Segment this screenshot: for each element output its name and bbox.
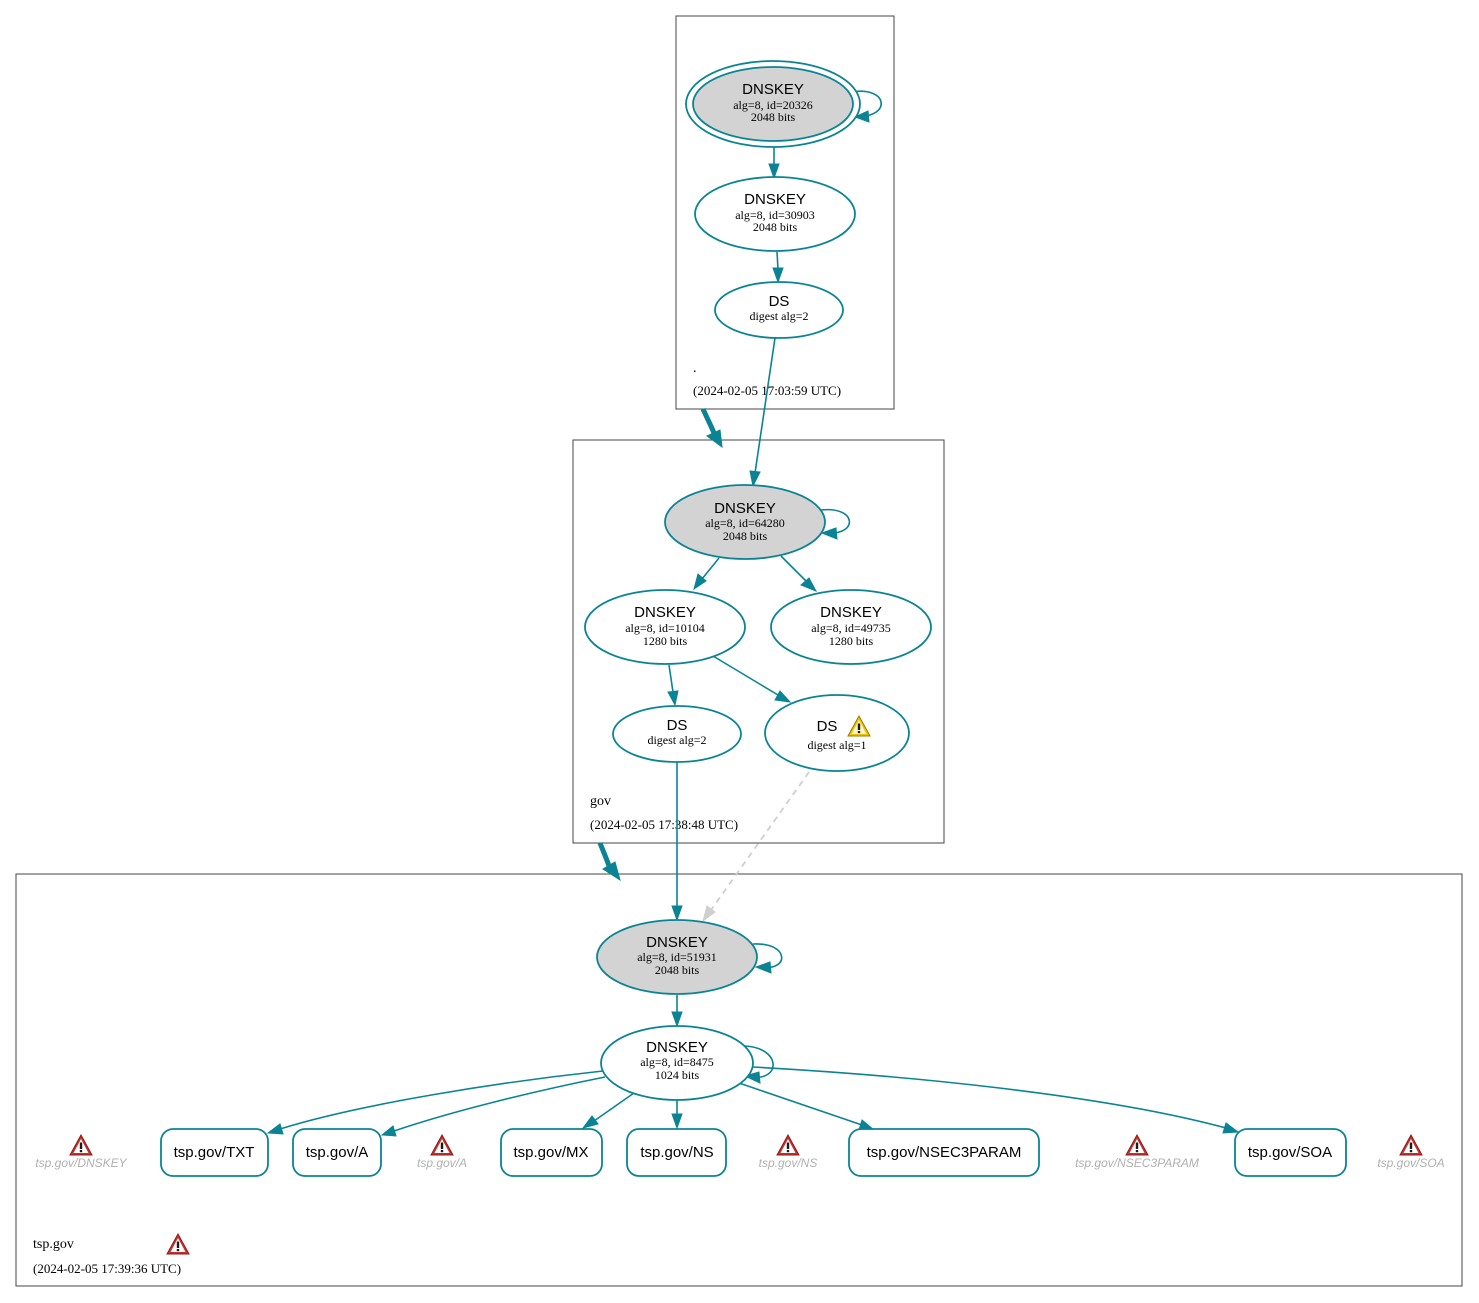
node-detail: 2048 bits [751,110,796,124]
zone-tsp-timestamp: (2024-02-05 17:39:36 UTC) [33,1261,181,1276]
zone-gov: gov (2024-02-05 17:38:48 UTC) [572,439,945,844]
node-detail: digest alg=2 [749,309,808,323]
ghost-rrset-ns[interactable]: tsp.gov/NS [759,1134,818,1170]
ghost-rrset-label: tsp.gov/SOA [1377,1156,1444,1170]
node-title: DS [817,718,838,735]
rrset-label: tsp.gov/SOA [1248,1144,1332,1161]
node-gov-ds-alg1[interactable]: DS digest alg=1 [764,694,910,772]
rrset-tsp-a[interactable]: tsp.gov/A [292,1128,382,1177]
edge-tsp-zsk-soa [751,1066,1227,1129]
error-triangle-icon [1125,1134,1149,1156]
edge-gov-ds1-tsp-ksk-insecure [710,771,810,911]
zone-tsp: tsp.gov (2024-02-05 17:39:36 UTC) [15,873,1463,1287]
ghost-rrset-a[interactable]: tsp.gov/A [417,1134,467,1170]
node-title: DS [769,293,790,310]
node-root-ksk[interactable]: DNSKEY alg=8, id=20326 2048 bits [685,60,861,148]
node-root-ds[interactable]: DS digest alg=2 [714,281,844,339]
edge-root-ds-gov-ksk [754,337,776,474]
node-title: DNSKEY [742,81,804,98]
edge-tsp-zsk-nsec3param [738,1082,863,1126]
rrset-tsp-soa[interactable]: tsp.gov/SOA [1234,1128,1347,1177]
zone-root-box [675,15,895,410]
edges [266,90,1240,1137]
node-root-zsk[interactable]: DNSKEY alg=8, id=30903 2048 bits [694,176,856,252]
error-triangle-icon [430,1134,454,1156]
ghost-rrset-dnskey[interactable]: tsp.gov/DNSKEY [35,1134,128,1170]
rrset-tsp-ns[interactable]: tsp.gov/NS [626,1128,727,1177]
ghost-rrset-label: tsp.gov/A [417,1156,467,1170]
node-tsp-zsk[interactable]: DNSKEY alg=8, id=8475 1024 bits [600,1025,754,1101]
node-detail: 1280 bits [643,634,688,648]
edge-tsp-zsk-a [393,1076,606,1132]
zone-tsp-name: tsp.gov [33,1237,74,1252]
node-gov-ds-alg2[interactable]: DS digest alg=2 [612,705,742,763]
ghost-rrset-label: tsp.gov/DNSKEY [35,1156,127,1170]
node-detail: 1024 bits [655,1068,700,1082]
ghost-rrset-nsec3param[interactable]: tsp.gov/NSEC3PARAM [1075,1134,1199,1170]
node-detail: digest alg=2 [647,733,706,747]
edge-tsp-zsk-txt [279,1070,604,1130]
node-title: DNSKEY [646,1039,708,1056]
node-detail: alg=8, id=49735 [811,621,891,635]
rrset-tsp-nsec3param[interactable]: tsp.gov/NSEC3PARAM [848,1128,1040,1177]
edge-tsp-zsk-mx [593,1092,635,1122]
error-triangle-icon [1399,1134,1423,1156]
node-detail: alg=8, id=8475 [640,1055,714,1069]
node-title: DS [667,717,688,734]
node-detail: 2048 bits [753,220,798,234]
edge-gov-ksk-zsk2 [780,555,807,582]
ghost-rrset-label: tsp.gov/NSEC3PARAM [1075,1156,1199,1170]
node-gov-zsk-49735[interactable]: DNSKEY alg=8, id=49735 1280 bits [770,589,932,665]
node-detail: alg=8, id=10104 [625,621,705,635]
node-detail: alg=8, id=51931 [637,950,717,964]
rrset-label: tsp.gov/MX [513,1144,588,1161]
rrset-tsp-txt[interactable]: tsp.gov/TXT [160,1128,269,1177]
ghost-rrset-soa[interactable]: tsp.gov/SOA [1377,1134,1445,1170]
node-tsp-ksk[interactable]: DNSKEY alg=8, id=51931 2048 bits [596,919,758,995]
edge-gov-zsk1-ds2 [668,664,674,693]
rrset-label: tsp.gov/NS [640,1144,713,1161]
node-title: DNSKEY [744,191,806,208]
error-triangle-icon [776,1134,800,1156]
node-detail: alg=8, id=20326 [733,98,813,112]
zone-gov-box [572,439,945,844]
zone-tsp-error-icon [166,1233,190,1255]
node-detail: alg=8, id=30903 [735,208,815,222]
edge-root-zsk-ds [776,251,779,270]
node-title: DNSKEY [646,934,708,951]
node-detail: 2048 bits [655,963,700,977]
zone-tsp-box [15,873,1463,1287]
node-title: DNSKEY [714,500,776,517]
node-detail: 1280 bits [829,634,874,648]
delegation-arrow-gov-tsp [597,842,621,882]
ghost-rrset-label: tsp.gov/NS [759,1156,818,1170]
node-gov-zsk-10104[interactable]: DNSKEY alg=8, id=10104 1280 bits [584,589,746,665]
rrset-label: tsp.gov/A [306,1144,369,1161]
edge-gov-ksk-zsk1 [701,557,720,580]
zone-gov-name: gov [590,794,611,809]
node-detail: digest alg=1 [807,738,866,752]
rrset-label: tsp.gov/TXT [174,1144,255,1161]
edge-gov-zsk1-ds1 [712,655,779,696]
rrset-tsp-mx[interactable]: tsp.gov/MX [500,1128,603,1177]
error-triangle-icon [69,1134,93,1156]
zone-root-name: . [693,361,697,376]
rrset-label: tsp.gov/NSEC3PARAM [867,1144,1022,1161]
node-gov-ksk[interactable]: DNSKEY alg=8, id=64280 2048 bits [664,484,826,560]
node-title: DNSKEY [634,604,696,621]
node-detail: 2048 bits [723,529,768,543]
node-detail: alg=8, id=64280 [705,516,785,530]
zone-gov-timestamp: (2024-02-05 17:38:48 UTC) [590,817,738,832]
node-title: DNSKEY [820,604,882,621]
delegation-arrow-root-gov [700,407,723,449]
